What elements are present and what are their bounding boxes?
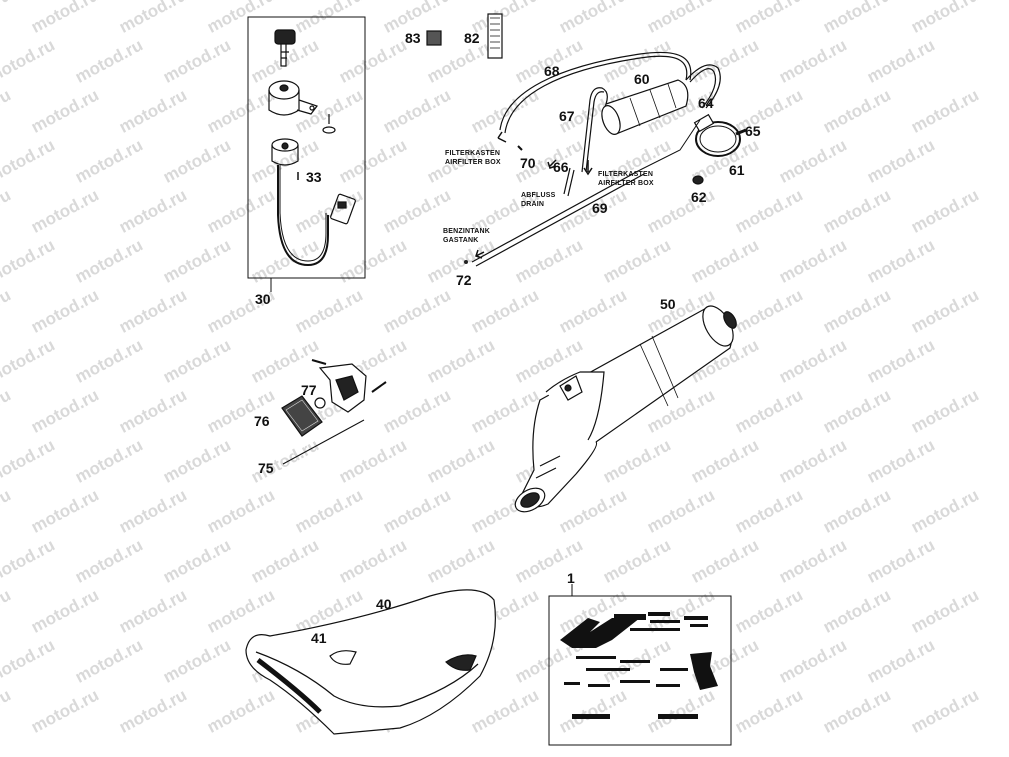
callout-1: 1 <box>567 570 575 586</box>
note-drain: ABFLUSS DRAIN <box>521 191 555 209</box>
hose-68 <box>499 51 692 134</box>
ignition-switch <box>271 138 356 267</box>
note-filterbox-left-de: FILTERKASTEN <box>445 150 501 157</box>
filter-pad-83 <box>426 30 442 46</box>
washer-screw <box>322 114 336 134</box>
callout-61: 61 <box>729 162 745 178</box>
callout-72: 72 <box>456 272 472 288</box>
note-gastank-en: GASTANK <box>443 237 479 244</box>
note-filterbox-right-en: AIRFILTER BOX <box>598 180 654 187</box>
callout-75: 75 <box>258 460 274 476</box>
callout-40: 40 <box>376 596 392 612</box>
arrow-drain <box>547 159 557 169</box>
callout-69: 69 <box>592 200 608 216</box>
hose-66-drain <box>563 167 575 197</box>
callout-41: 41 <box>311 630 327 646</box>
callout-77: 77 <box>301 382 317 398</box>
note-gastank: BENZINTANK GASTANK <box>443 227 490 245</box>
callout-82: 82 <box>464 30 480 46</box>
callout-30: 30 <box>255 291 271 307</box>
reflector-bracket <box>311 359 387 413</box>
ignition-kit-frame <box>247 16 366 279</box>
arrow-filterbox <box>497 131 507 143</box>
clamp-61 <box>693 113 741 157</box>
note-filterbox-right: FILTERKASTEN AIRFILTER BOX <box>598 170 654 188</box>
callout-62: 62 <box>691 189 707 205</box>
note-gastank-de: BENZINTANK <box>443 228 490 235</box>
decal-sheet-frame <box>548 595 732 746</box>
screw-77 <box>314 397 326 409</box>
hose-64 <box>685 64 721 109</box>
note-filterbox-left-en: AIRFILTER BOX <box>445 159 501 166</box>
bolt-65 <box>735 128 747 136</box>
callout-76: 76 <box>254 413 270 429</box>
reflector-76 <box>281 395 323 437</box>
note-drain-en: DRAIN <box>521 201 545 208</box>
callout-33: 33 <box>306 169 322 185</box>
callout-83: 83 <box>405 30 421 46</box>
hose-67 <box>581 87 608 173</box>
note-drain-de: ABFLUSS <box>521 192 556 199</box>
connector-70 <box>517 145 523 151</box>
ignition-key <box>274 29 296 67</box>
hose-69-gastank <box>471 119 701 267</box>
ignition-lock <box>268 80 318 116</box>
callout-64: 64 <box>698 95 714 111</box>
arrow-filterbox-2 <box>583 160 593 176</box>
note-filterbox-right-de: FILTERKASTEN <box>598 171 654 178</box>
arrow-gastank <box>475 249 485 259</box>
callout-68: 68 <box>544 63 560 79</box>
seat <box>245 589 496 735</box>
callout-65: 65 <box>745 123 761 139</box>
carbon-canister <box>601 79 689 135</box>
callout-60: 60 <box>634 71 650 87</box>
callout-50: 50 <box>660 296 676 312</box>
callout-67: 67 <box>559 108 575 124</box>
nut-62 <box>692 175 704 185</box>
note-filterbox-left: FILTERKASTEN AIRFILTER BOX <box>445 149 501 167</box>
callout-66: 66 <box>553 159 569 175</box>
callout-70: 70 <box>520 155 536 171</box>
silencer <box>514 305 737 513</box>
decal-graphics <box>560 612 718 719</box>
